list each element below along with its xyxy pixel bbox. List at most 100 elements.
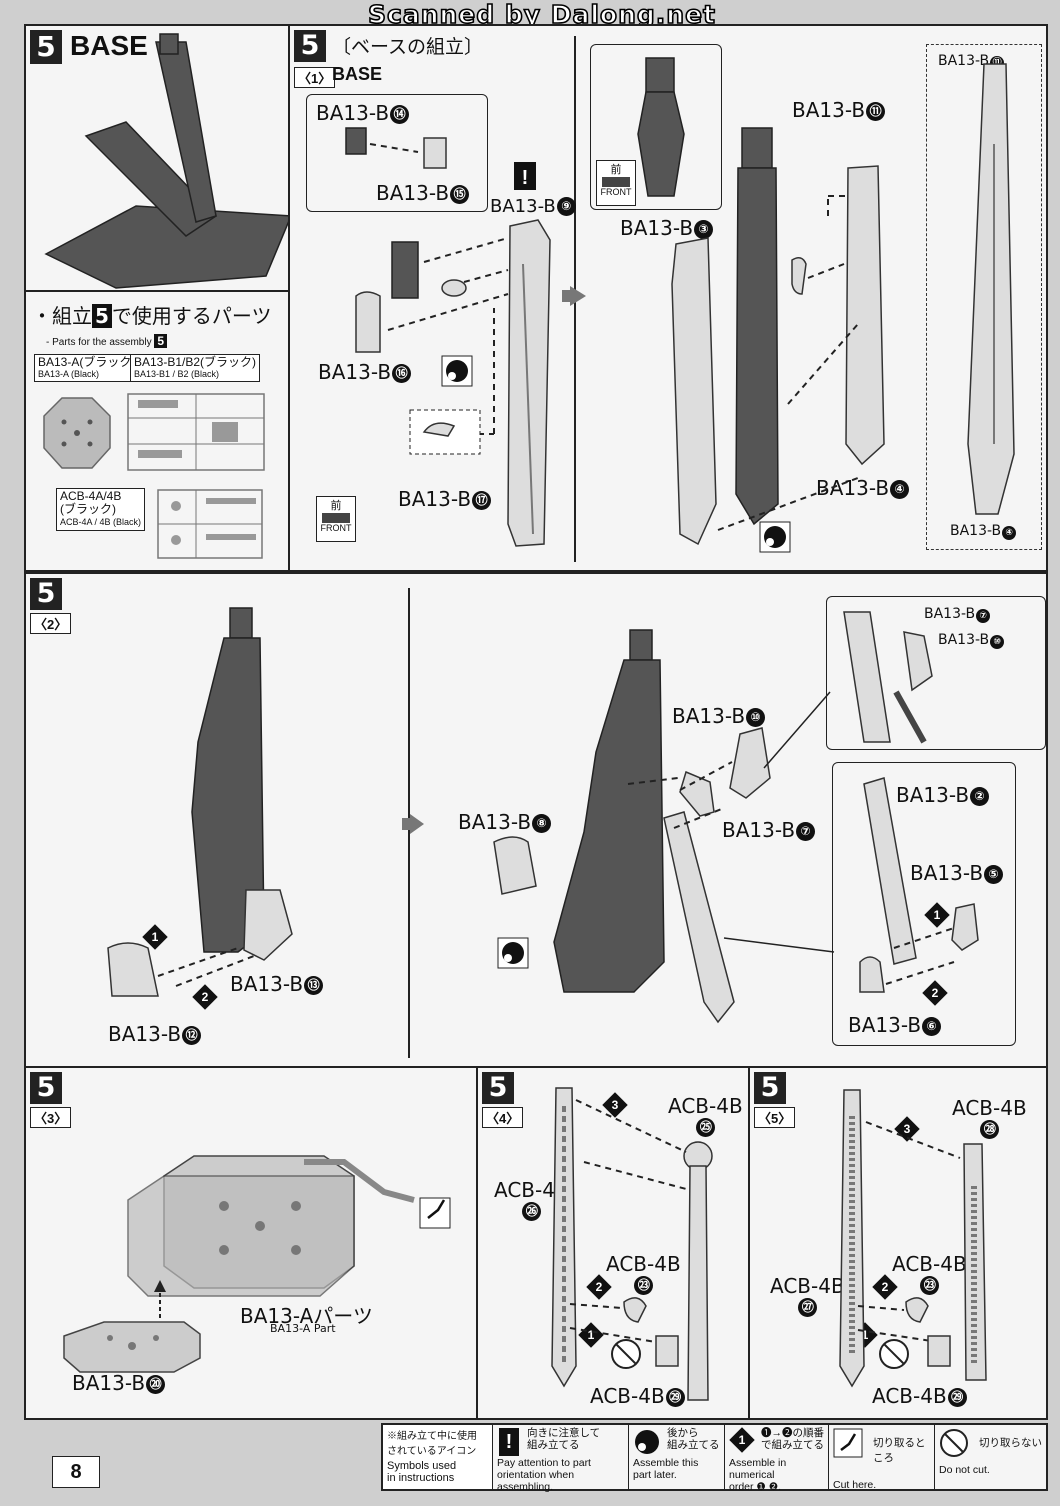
base-title: BASE bbox=[70, 30, 148, 61]
legend-later-en2: part later. bbox=[633, 1469, 677, 1481]
legend-order-en1: Assemble in numerical bbox=[729, 1457, 787, 1481]
front-marker-2: 前 FRONT bbox=[316, 496, 356, 542]
step3-illustrations bbox=[63, 1155, 451, 1373]
parts-sub-step: 5 bbox=[154, 334, 168, 348]
legend-title-jp2: されているアイコン bbox=[387, 1446, 477, 1457]
step3-number: 5 bbox=[30, 1072, 62, 1104]
legend-nocut-en: Do not cut. bbox=[939, 1464, 990, 1476]
step1-title-en: BASE bbox=[332, 64, 383, 84]
step-number: 5 bbox=[30, 30, 62, 64]
front-jp: 前 bbox=[610, 164, 622, 176]
legend-title-en1: Symbols used bbox=[387, 1460, 457, 1472]
caution-icon: ! bbox=[499, 1428, 519, 1456]
parts-subheading: - Parts for the assembly 5 bbox=[46, 334, 168, 348]
step5-substep: 〈5〉 bbox=[754, 1107, 796, 1128]
legend-nocut-jp: 切り取らない bbox=[979, 1437, 1042, 1449]
runner-c-jp: ACB-4A/4B bbox=[60, 489, 122, 503]
legend-caution-jp1: 向きに注意して bbox=[527, 1427, 601, 1439]
legend-order-jp1: ❶→❷の順番 bbox=[761, 1427, 824, 1439]
legend-order-en2: order ❶ ❷. bbox=[729, 1481, 782, 1493]
step1-title-jp: 〔ベースの組立〕 bbox=[332, 36, 484, 58]
runner-b-en: BA13-B1 / B2 (Black) bbox=[134, 369, 220, 379]
legend-title-en2: in instructions bbox=[387, 1472, 455, 1484]
base-preview-panel: 5 BASE bbox=[24, 24, 290, 292]
step1-number: 5 bbox=[294, 30, 326, 62]
svg-text:!: ! bbox=[522, 167, 529, 189]
parts-heading-step: 5 bbox=[92, 304, 112, 328]
legend-later-jp1: 後から bbox=[667, 1427, 699, 1439]
cut-here-icon bbox=[833, 1428, 863, 1458]
front-en: FRONT bbox=[600, 187, 632, 197]
legend-caution-en1: Pay attention to part bbox=[497, 1457, 591, 1469]
base-preview-illustration bbox=[44, 33, 288, 289]
runner-c-jp2: (ブラック) bbox=[60, 502, 116, 516]
parts-sub-pre: - Parts for the assembly bbox=[46, 337, 152, 348]
legend-cut: 切り取るところ Cut here. bbox=[829, 1425, 935, 1491]
step5-illustrations bbox=[839, 1089, 987, 1388]
step4-substep: 〈4〉 bbox=[482, 1107, 524, 1128]
runner-b-illustration bbox=[127, 393, 265, 471]
legend-caution-en2: orientation when assembling. bbox=[497, 1469, 575, 1493]
runner-label-a: BA13-A(ブラック) BA13-A (Black) bbox=[34, 354, 140, 382]
page-number: 8 bbox=[52, 1456, 100, 1488]
symbol-legend: ※組み立て中に使用 されているアイコン Symbols used in inst… bbox=[381, 1423, 1048, 1493]
parts-heading-pre: ・組立 bbox=[32, 304, 92, 328]
front-en-2: FRONT bbox=[320, 523, 352, 533]
label-ba13-a-part-en: BA13-A Part bbox=[270, 1322, 336, 1335]
step1-detail-box bbox=[926, 44, 1042, 550]
legend-title: ※組み立て中に使用 されているアイコン Symbols used in inst… bbox=[383, 1425, 493, 1489]
runner-c-illustration bbox=[157, 489, 263, 559]
runner-c-en: ACB-4A / 4B (Black) bbox=[60, 517, 142, 527]
runner-label-c: ACB-4A/4B (ブラック) ACB-4A / 4B (Black) bbox=[56, 488, 146, 531]
legend-cut-en: Cut here. bbox=[833, 1479, 877, 1491]
runner-a-jp: BA13-A(ブラック) bbox=[38, 355, 136, 369]
legend-title-jp1: ※組み立て中に使用 bbox=[387, 1431, 477, 1442]
front-jp-2: 前 bbox=[330, 500, 342, 512]
assemble-later-icon bbox=[635, 1430, 659, 1454]
parts-heading-post: で使用するパーツ bbox=[111, 304, 272, 328]
step5-number: 5 bbox=[754, 1072, 786, 1104]
runner-a-illustration bbox=[43, 397, 111, 469]
step4-illustrations bbox=[551, 1087, 713, 1401]
step3-substep: 〈3〉 bbox=[30, 1107, 72, 1128]
legend-order-jp2: で組み立てる bbox=[761, 1439, 824, 1451]
do-not-cut-icon bbox=[940, 1429, 968, 1457]
step1-illustrations: ! bbox=[345, 57, 1015, 553]
label-ba13-a-part: BA13-Aパーツ bbox=[240, 1304, 373, 1328]
legend-cut-jp: 切り取るところ bbox=[873, 1437, 926, 1464]
legend-later-jp2: 組み立てる bbox=[667, 1439, 720, 1451]
step2-number: 5 bbox=[30, 578, 62, 610]
step1-substep: 〈1〉 bbox=[294, 67, 336, 88]
legend-nocut: 切り取らない Do not cut. bbox=[935, 1425, 1046, 1489]
runner-a-en: BA13-A (Black) bbox=[38, 369, 100, 379]
legend-later-en1: Assemble this bbox=[633, 1457, 699, 1469]
